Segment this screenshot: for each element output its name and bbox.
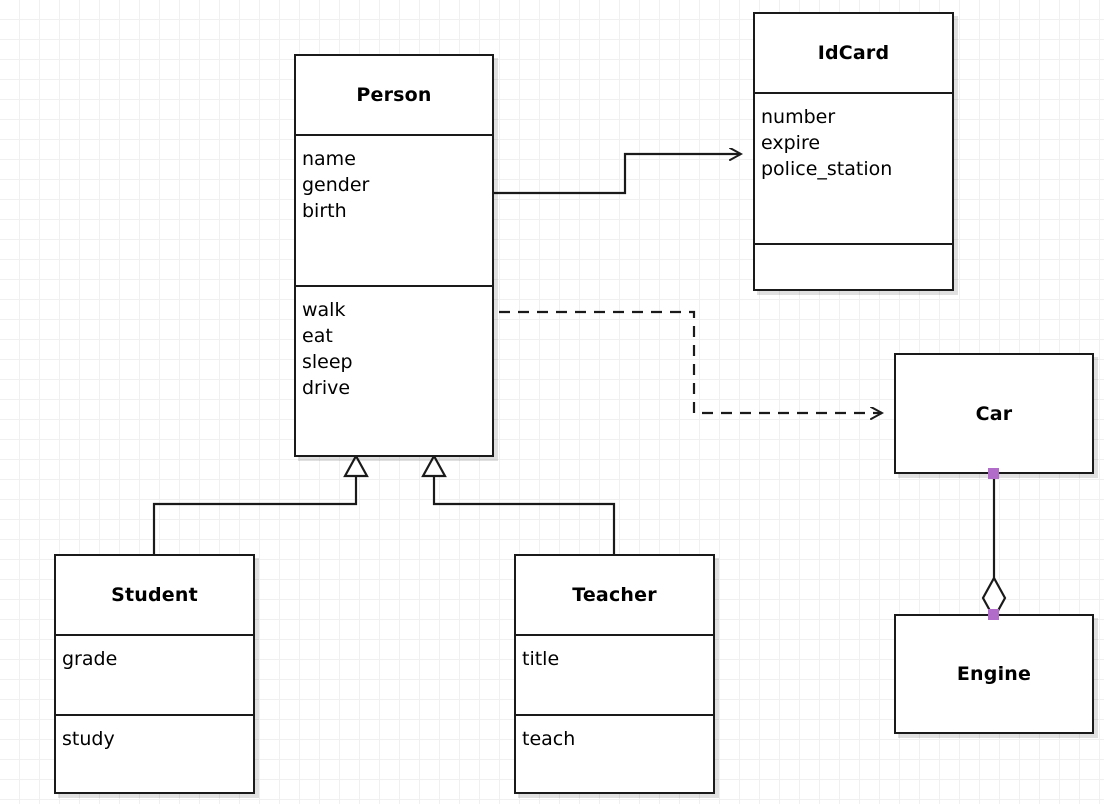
method-row: sleep: [302, 351, 353, 374]
attribute-row: birth: [302, 200, 347, 223]
class-title-engine: Engine: [956, 663, 1032, 685]
connection-port-engine-top[interactable]: [988, 609, 999, 620]
attribute-row: gender: [302, 174, 370, 197]
connection-port-car-bottom[interactable]: [988, 468, 999, 479]
class-title-idcard: IdCard: [817, 42, 890, 64]
class-box-engine[interactable]: Engine: [894, 614, 1094, 734]
method-row: drive: [302, 377, 351, 400]
class-box-person[interactable]: Person name gender birth walk eat sleep …: [294, 54, 494, 457]
attribute-row: number: [761, 106, 836, 128]
class-title-teacher: Teacher: [572, 584, 657, 606]
class-methods-person: walk eat sleep drive: [296, 285, 492, 455]
class-title-student: Student: [111, 584, 198, 606]
method-row: teach: [522, 728, 576, 750]
attribute-row: title: [522, 648, 560, 670]
relation-person-car: [499, 310, 882, 413]
attribute-row: name: [302, 148, 356, 170]
method-row: walk: [302, 299, 346, 321]
class-box-car[interactable]: Car: [894, 353, 1094, 474]
attribute-row: grade: [62, 648, 118, 670]
class-methods-student: study: [56, 714, 253, 792]
class-box-student[interactable]: Student grade study: [54, 554, 255, 794]
class-attributes-student: grade: [56, 634, 253, 714]
class-methods-idcard: [755, 243, 952, 289]
relation-student-person: [152, 453, 369, 554]
attribute-row: police_station: [761, 158, 893, 181]
class-title-person: Person: [356, 84, 432, 106]
relation-car-engine: [981, 474, 1007, 621]
class-box-idcard[interactable]: IdCard number expire police_station: [753, 12, 954, 291]
class-attributes-idcard: number expire police_station: [755, 92, 952, 243]
class-box-teacher[interactable]: Teacher title teach: [514, 554, 715, 794]
relation-person-idcard: [493, 154, 741, 195]
relation-teacher-person: [421, 453, 616, 554]
class-attributes-teacher: title: [516, 634, 713, 714]
attribute-row: expire: [761, 132, 821, 155]
class-methods-teacher: teach: [516, 714, 713, 792]
method-row: eat: [302, 325, 333, 348]
class-title-car: Car: [975, 402, 1013, 425]
class-attributes-person: name gender birth: [296, 134, 492, 285]
method-row: study: [62, 728, 115, 750]
